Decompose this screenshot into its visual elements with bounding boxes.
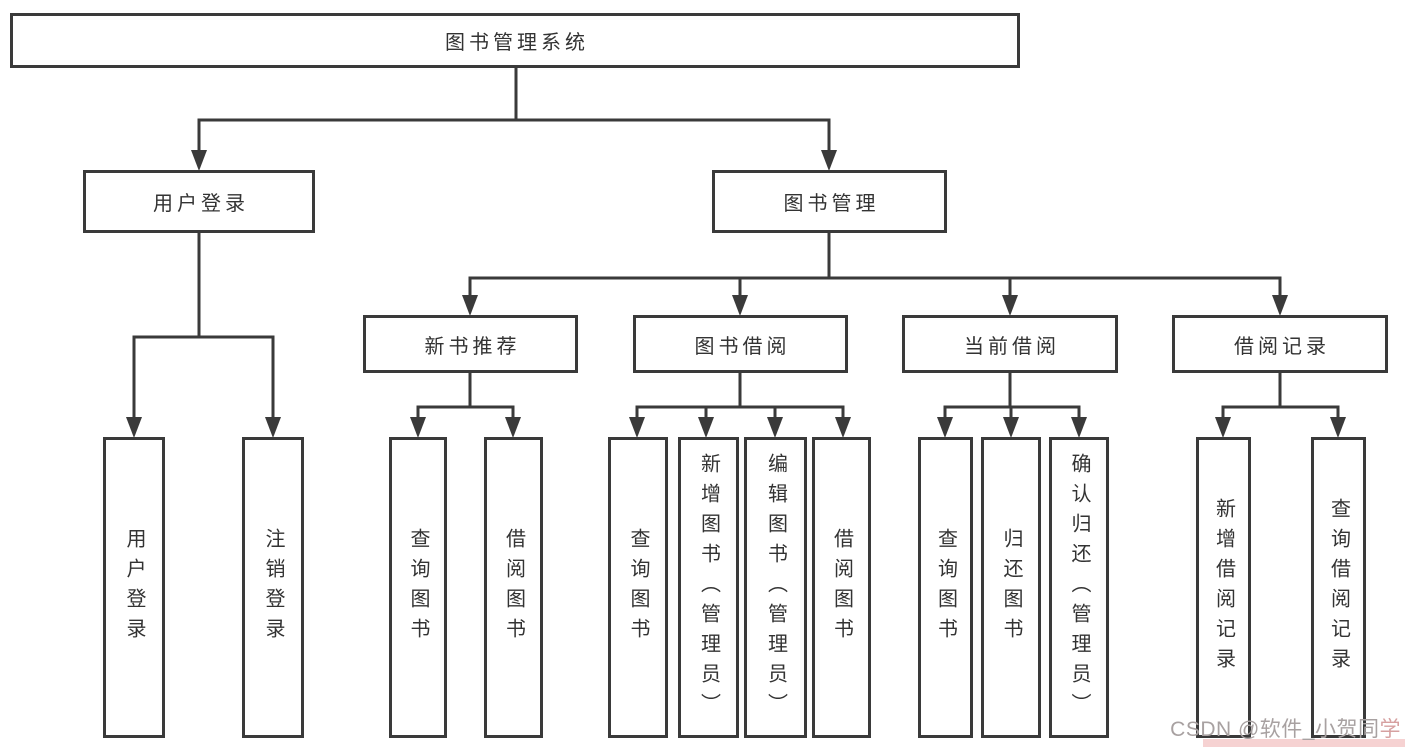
new-book-bar	[416, 373, 515, 419]
node-new-book-recommend: 新书推荐	[363, 315, 578, 373]
arrow-icon	[1330, 417, 1346, 438]
leaf-query-books-current: 查询图书	[918, 437, 973, 738]
node-book-borrowing: 图书借阅	[633, 315, 848, 373]
arrow-icon	[505, 417, 521, 438]
arrow-icon	[629, 417, 645, 438]
user-login-bar	[132, 335, 275, 419]
node-current-borrowing: 当前借阅	[902, 315, 1118, 373]
leaf-add-books-admin: 新增图书（管理员）	[678, 437, 739, 738]
arrow-icon	[126, 417, 142, 438]
arrow-icon	[937, 417, 953, 438]
watermark-text: CSDN @软件_小贺同	[1170, 718, 1380, 741]
arrow-icon	[732, 295, 748, 316]
arrow-icon	[1002, 295, 1018, 316]
arrow-icon	[191, 150, 207, 171]
arrowheads	[126, 150, 1346, 438]
arrow-icon	[767, 417, 783, 438]
arrow-icon	[821, 150, 837, 171]
arrow-icon	[835, 417, 851, 438]
arrow-icon	[1215, 417, 1231, 438]
node-user-login: 用户登录	[83, 170, 315, 233]
node-borrowing-records: 借阅记录	[1172, 315, 1388, 373]
arrow-icon	[265, 417, 281, 438]
leaf-query-books-borrow: 查询图书	[608, 437, 668, 738]
watermark-strip	[1203, 739, 1405, 747]
leaf-add-borrow-record: 新增借阅记录	[1196, 437, 1251, 738]
borrow-record-bar	[1221, 373, 1340, 419]
leaf-query-borrow-record: 查询借阅记录	[1311, 437, 1366, 738]
arrow-icon	[698, 417, 714, 438]
leaf-borrow-books-recommend: 借阅图书	[484, 437, 543, 738]
arrow-icon	[462, 295, 478, 316]
arrow-icon	[410, 417, 426, 438]
level2-bar	[197, 118, 831, 152]
leaf-user-login: 用户登录	[103, 437, 165, 738]
node-book-management: 图书管理	[712, 170, 947, 233]
leaf-borrow-books: 借阅图书	[812, 437, 871, 738]
csdn-watermark: CSDN @软件_小贺同学	[1170, 713, 1401, 743]
leaf-confirm-return-admin: 确认归还（管理员）	[1049, 437, 1109, 738]
leaf-return-books: 归还图书	[981, 437, 1041, 738]
current-borrow-bar	[943, 373, 1081, 419]
watermark-accent: 学	[1379, 718, 1401, 741]
leaf-logout: 注销登录	[242, 437, 304, 738]
level3-bar	[468, 276, 1282, 297]
arrow-icon	[1003, 417, 1019, 438]
book-borrow-bar	[635, 373, 845, 419]
arrow-icon	[1071, 417, 1087, 438]
leaf-edit-books-admin: 编辑图书（管理员）	[744, 437, 807, 738]
leaf-query-books-recommend: 查询图书	[389, 437, 447, 738]
node-root: 图书管理系统	[10, 13, 1020, 68]
arrow-icon	[1272, 295, 1288, 316]
